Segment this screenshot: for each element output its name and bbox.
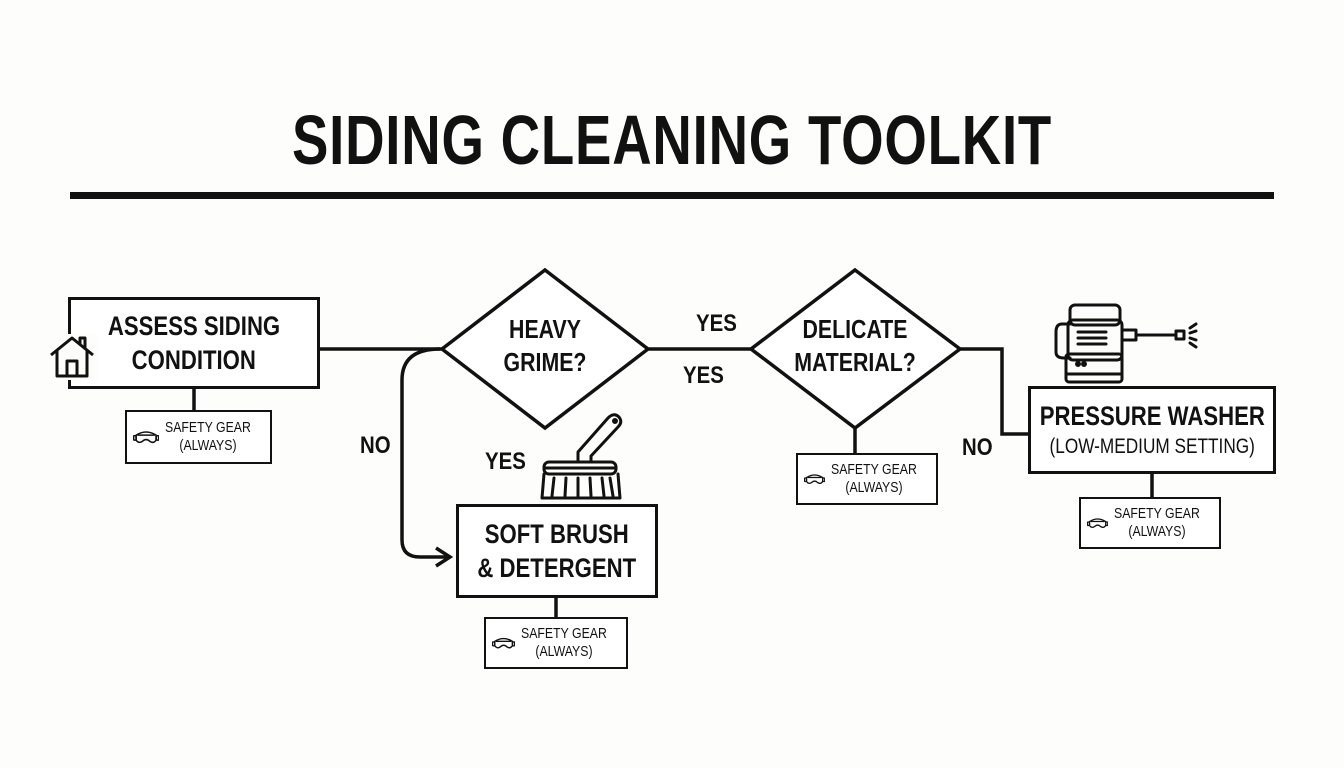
goggles-icon [492, 637, 516, 649]
safety-badge-line2: (ALWAYS) [535, 643, 593, 660]
safety-badge-line2: (ALWAYS) [179, 437, 237, 454]
node-pressure-washer-line1: PRESSURE WASHER [1039, 401, 1265, 431]
decision-delicate-line1: DELICATE [802, 314, 908, 344]
decision-heavy-grime: HEAVY GRIME? [484, 313, 607, 379]
safety-badge-line1: SAFETY GEAR [1114, 505, 1201, 522]
safety-badge-delicate: SAFETY GEAR (ALWAYS) [796, 453, 938, 505]
node-assess-siding: ASSESS SIDING CONDITION [68, 297, 320, 389]
edge-label-brush-yes: YES [485, 448, 526, 475]
diagram-title: SIDING CLEANING TOOLKIT [291, 101, 1053, 179]
safety-badge-line1: SAFETY GEAR [165, 419, 252, 436]
node-assess-line2: CONDITION [131, 345, 257, 375]
goggles-icon [1087, 518, 1109, 528]
brush-icon [540, 413, 623, 500]
node-soft-brush-detergent: SOFT BRUSH & DETERGENT [456, 504, 658, 598]
decision-delicate-line2: MATERIAL? [794, 347, 916, 377]
decision-heavy-grime-line1: HEAVY [509, 314, 581, 344]
decision-heavy-grime-line2: GRIME? [503, 347, 587, 377]
safety-badge-line2: (ALWAYS) [845, 479, 903, 496]
node-soft-brush-line2: & DETERGENT [477, 553, 637, 583]
title-divider [70, 192, 1274, 199]
edge-label-delicate-no: NO [962, 434, 993, 461]
node-soft-brush-line1: SOFT BRUSH [485, 519, 629, 549]
safety-badge-line1: SAFETY GEAR [831, 461, 918, 478]
node-assess-line1: ASSESS SIDING [107, 311, 281, 341]
safety-badge-soft-brush: SAFETY GEAR (ALWAYS) [484, 617, 628, 669]
safety-badge-text: SAFETY GEAR (ALWAYS) [1114, 505, 1200, 541]
goggles-icon [133, 431, 160, 444]
edge-label-grime-yes-top: YES [696, 310, 737, 337]
safety-badge-text: SAFETY GEAR (ALWAYS) [831, 461, 917, 497]
safety-badge-line1: SAFETY GEAR [521, 625, 608, 642]
node-pressure-washer-line2: (LOW-MEDIUM SETTING) [1049, 435, 1255, 458]
safety-badge-assess: SAFETY GEAR (ALWAYS) [125, 410, 272, 464]
edge-label-grime-yes-bottom: YES [683, 362, 724, 389]
pressure-washer-icon [1054, 303, 1198, 384]
safety-badge-line2: (ALWAYS) [1128, 523, 1186, 540]
safety-badge-text: SAFETY GEAR (ALWAYS) [521, 625, 607, 661]
node-pressure-washer: PRESSURE WASHER (LOW-MEDIUM SETTING) [1028, 386, 1276, 474]
house-icon [48, 334, 98, 380]
safety-badge-text: SAFETY GEAR (ALWAYS) [165, 419, 251, 455]
safety-badge-pressure-washer: SAFETY GEAR (ALWAYS) [1079, 497, 1221, 549]
goggles-icon [804, 474, 826, 484]
decision-delicate-material: DELICATE MATERIAL? [794, 313, 917, 379]
edge-label-grime-no: NO [360, 432, 391, 459]
